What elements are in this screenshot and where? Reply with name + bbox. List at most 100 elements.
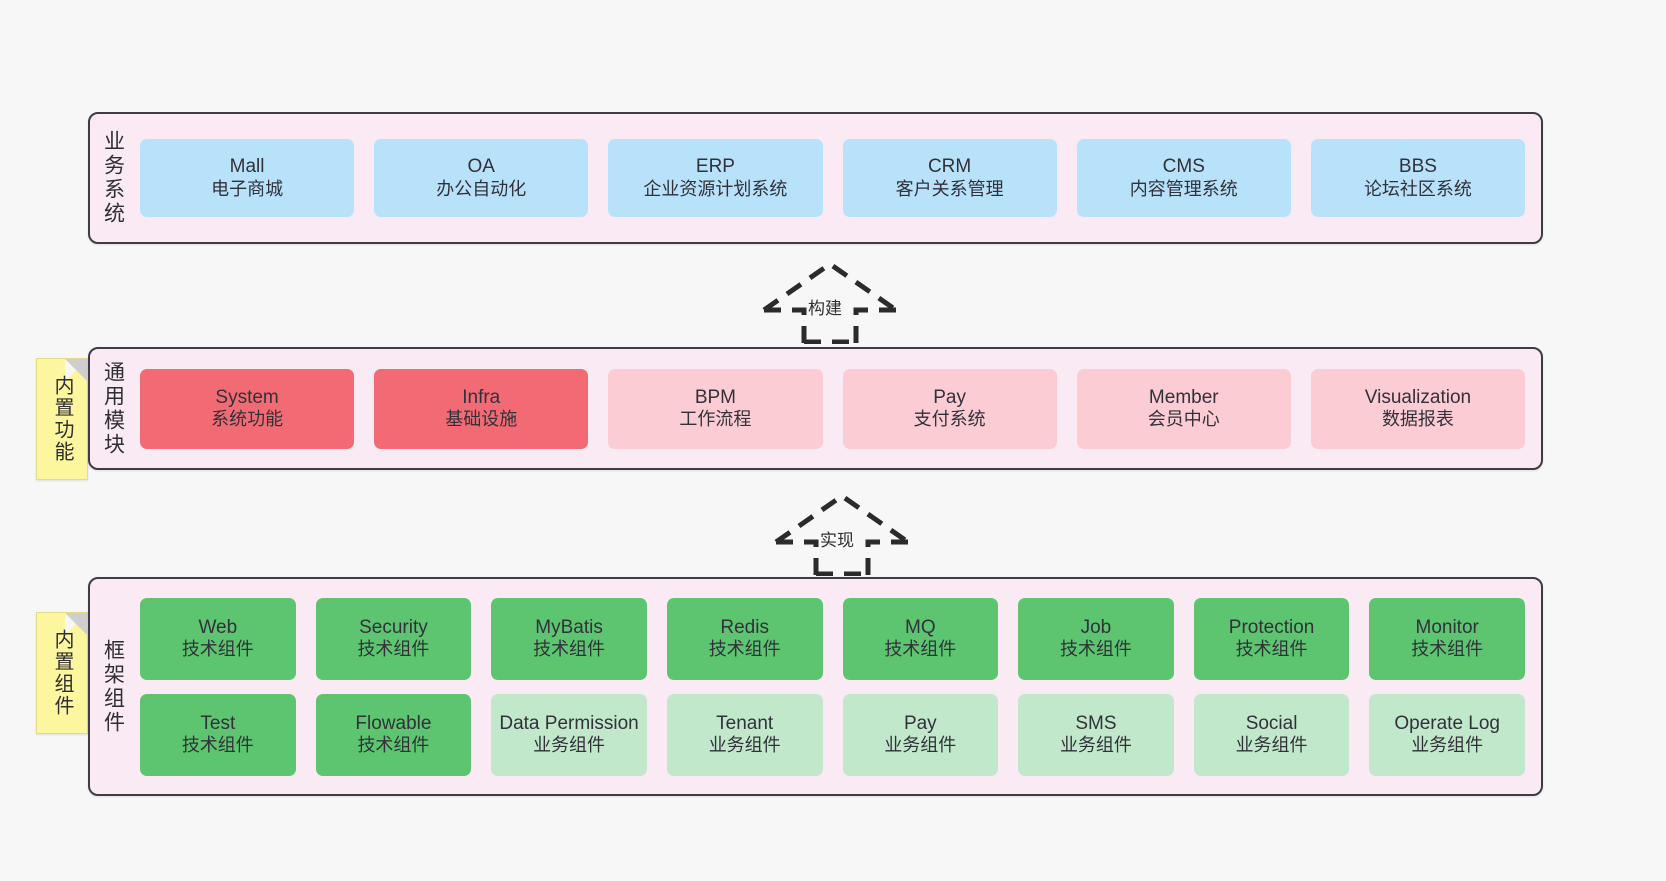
module-card-system[interactable]: System 系统功能	[140, 368, 355, 449]
component-card-redis[interactable]: Redis 技术组件	[666, 597, 823, 680]
component-card-cn: 业务组件	[708, 735, 781, 756]
module-card-oa[interactable]: OA 办公自动化	[374, 139, 589, 217]
layer-row: Mall 电子商城 OA 办公自动化 ERP 企业资源计划系统 CRM 客户关系…	[140, 139, 1526, 217]
module-card-bpm[interactable]: BPM 工作流程	[608, 368, 823, 449]
sticky-note-builtin-function: 内置功能	[36, 358, 88, 480]
component-card-en: Tenant	[716, 712, 774, 734]
layer-framework-component: 框架组件 Web 技术组件 Security 技术组件 MyBatis 技术组件…	[88, 577, 1543, 796]
component-card-en: Protection	[1228, 616, 1315, 638]
module-card-cn: 数据报表	[1381, 409, 1454, 430]
module-card-cn: 论坛社区系统	[1363, 178, 1472, 199]
arrow-build-label: 构建	[808, 299, 842, 318]
module-card-en: System	[215, 386, 279, 408]
module-card-cn: 基础设施	[445, 409, 518, 430]
component-card-monitor[interactable]: Monitor 技术组件	[1369, 597, 1525, 680]
component-card-en: SMS	[1075, 712, 1117, 734]
component-card-tenant[interactable]: Tenant 业务组件	[666, 693, 823, 776]
module-card-cn: 支付系统	[913, 409, 986, 430]
sticky-fold-corner-icon	[65, 613, 87, 635]
module-card-cn: 办公自动化	[436, 178, 527, 199]
component-card-cn: 技术组件	[357, 639, 430, 660]
component-card-operate-log[interactable]: Operate Log 业务组件	[1369, 693, 1525, 776]
component-card-en: Job	[1080, 616, 1112, 638]
module-card-cn: 系统功能	[211, 409, 284, 430]
layer-title-common-module: 通用模块	[101, 360, 125, 457]
module-card-cn: 电子商城	[211, 178, 284, 199]
component-card-pay[interactable]: Pay 业务组件	[842, 693, 999, 776]
arrow-implement: 实现	[772, 490, 912, 577]
layer-title-business-system: 业务系统	[101, 130, 125, 226]
layer-body-framework-component: Web 技术组件 Security 技术组件 MyBatis 技术组件 Redi…	[136, 579, 1541, 794]
component-card-en: Pay	[903, 712, 937, 734]
layer-row: Test 技术组件 Flowable 技术组件 Data Permission …	[140, 693, 1525, 776]
component-card-cn: 技术组件	[181, 639, 254, 660]
component-card-cn: 业务组件	[884, 735, 957, 756]
component-card-en: MyBatis	[535, 616, 603, 638]
component-card-en: Redis	[720, 616, 769, 638]
arrow-implement-glyph	[774, 492, 910, 577]
layer-row: System 系统功能 Infra 基础设施 BPM 工作流程 Pay 支付系统…	[140, 368, 1526, 449]
layer-body-business-system: Mall 电子商城 OA 办公自动化 ERP 企业资源计划系统 CRM 客户关系…	[136, 114, 1541, 242]
module-card-pay[interactable]: Pay 支付系统	[842, 368, 1057, 449]
module-card-cn: 内容管理系统	[1129, 178, 1238, 199]
component-card-en: MQ	[905, 616, 936, 638]
module-card-crm[interactable]: CRM 客户关系管理	[842, 139, 1057, 217]
component-card-mybatis[interactable]: MyBatis 技术组件	[491, 597, 647, 680]
module-card-infra[interactable]: Infra 基础设施	[374, 368, 589, 449]
component-card-job[interactable]: Job 技术组件	[1018, 597, 1174, 680]
module-card-cms[interactable]: CMS 内容管理系统	[1076, 139, 1291, 217]
component-card-social[interactable]: Social 业务组件	[1193, 693, 1350, 776]
component-card-en: Monitor	[1415, 616, 1479, 638]
component-card-en: Security	[359, 616, 428, 638]
component-card-cn: 业务组件	[533, 735, 606, 756]
component-card-en: Test	[200, 712, 236, 734]
component-card-protection[interactable]: Protection 技术组件	[1193, 597, 1350, 680]
component-card-mq[interactable]: MQ 技术组件	[842, 597, 999, 680]
component-card-en: Data Permission	[499, 712, 639, 734]
module-card-bbs[interactable]: BBS 论坛社区系统	[1310, 139, 1526, 217]
component-card-cn: 业务组件	[1235, 735, 1308, 756]
module-card-cn: 会员中心	[1147, 409, 1220, 430]
component-card-security[interactable]: Security 技术组件	[315, 597, 472, 680]
layer-title-framework-component: 框架组件	[101, 638, 125, 735]
module-card-cn: 企业资源计划系统	[643, 178, 788, 199]
module-card-mall[interactable]: Mall 电子商城	[140, 139, 355, 217]
component-card-cn: 技术组件	[884, 639, 957, 660]
arrow-build: 构建	[760, 258, 900, 345]
module-card-cn: 客户关系管理	[895, 178, 1004, 199]
component-card-cn: 技术组件	[1411, 639, 1484, 660]
component-card-cn: 技术组件	[181, 735, 254, 756]
component-card-cn: 技术组件	[357, 735, 430, 756]
component-card-en: Social	[1245, 712, 1298, 734]
component-card-cn: 业务组件	[1059, 735, 1132, 756]
component-card-cn: 业务组件	[1411, 735, 1484, 756]
component-card-data-permission[interactable]: Data Permission 业务组件	[491, 693, 647, 776]
layer-common-module: 通用模块 System 系统功能 Infra 基础设施 BPM 工作流程 Pay…	[88, 347, 1543, 470]
component-card-test[interactable]: Test 技术组件	[140, 693, 296, 776]
component-card-cn: 技术组件	[1059, 639, 1132, 660]
component-card-en: Flowable	[355, 712, 432, 734]
module-card-erp[interactable]: ERP 企业资源计划系统	[608, 139, 823, 217]
module-card-en: BPM	[694, 386, 737, 408]
module-card-en: ERP	[695, 156, 735, 178]
component-card-web[interactable]: Web 技术组件	[140, 597, 296, 680]
module-card-cn: 工作流程	[679, 409, 752, 430]
module-card-en: Mall	[229, 156, 265, 178]
module-card-en: BBS	[1398, 156, 1437, 178]
arrow-build-glyph	[762, 260, 898, 345]
module-card-visualization[interactable]: Visualization 数据报表	[1310, 368, 1526, 449]
component-card-sms[interactable]: SMS 业务组件	[1018, 693, 1174, 776]
module-card-en: Pay	[933, 386, 966, 408]
module-card-member[interactable]: Member 会员中心	[1076, 368, 1291, 449]
module-card-en: Infra	[462, 386, 501, 408]
arrow-implement-label: 实现	[820, 531, 854, 550]
component-card-en: Operate Log	[1394, 712, 1500, 734]
sticky-note-label: 内置功能	[51, 375, 73, 463]
sticky-note-label: 内置组件	[51, 629, 73, 717]
component-card-cn: 技术组件	[1235, 639, 1308, 660]
component-card-flowable[interactable]: Flowable 技术组件	[315, 693, 472, 776]
sticky-note-builtin-component: 内置组件	[36, 612, 88, 734]
component-card-en: Web	[198, 616, 238, 638]
module-card-en: CMS	[1162, 156, 1205, 178]
